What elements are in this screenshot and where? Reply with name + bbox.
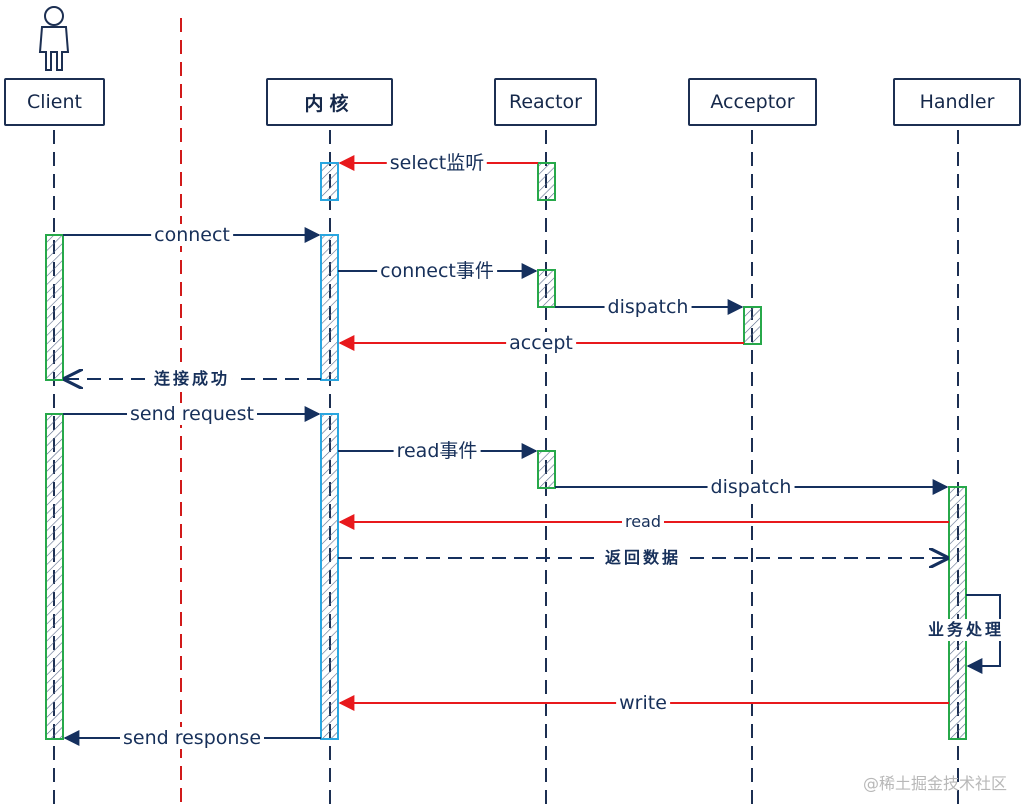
activation-kernel-2 [320, 234, 339, 381]
message-arrows [63, 155, 1001, 746]
activation-handler-1 [948, 486, 967, 740]
message-label-send-request: send request [127, 403, 257, 425]
message-label-business: 业务处理 [924, 619, 1008, 641]
activation-reactor-1 [537, 162, 556, 201]
participant-acceptor: Acceptor [688, 78, 817, 126]
message-label-connected: 连接成功 [150, 368, 234, 390]
activation-reactor-2 [537, 269, 556, 308]
message-label-accept: accept [506, 332, 576, 354]
user-icon [38, 6, 70, 71]
participant-label: Acceptor [710, 91, 795, 113]
message-label-read: read [621, 511, 665, 533]
activation-acceptor-1 [743, 306, 762, 345]
message-label-send-response: send response [119, 727, 265, 749]
activation-reactor-3 [537, 450, 556, 489]
participant-handler: Handler [893, 78, 1021, 126]
participant-client: Client [4, 78, 105, 126]
watermark: @稀土掘金技术社区 [862, 774, 1007, 793]
message-label-connect: connect [151, 224, 233, 246]
participant-label: Client [26, 91, 82, 113]
message-label-dispatch-2: dispatch [707, 476, 795, 498]
message-label-connect-event: connect事件 [377, 260, 497, 282]
activation-kernel-3 [320, 413, 339, 740]
participant-label: Handler [919, 91, 995, 113]
message-label-select: select监听 [386, 152, 488, 174]
message-label-return-data: 返回数据 [601, 547, 685, 569]
participant-label: Reactor [508, 91, 582, 113]
activation-client-1 [45, 234, 64, 381]
activation-kernel-1 [320, 162, 339, 201]
participant-label: 内核 [304, 92, 355, 115]
message-label-write: write [616, 692, 670, 714]
participant-reactor: Reactor [494, 78, 597, 126]
activations [45, 162, 967, 740]
participant-kernel: 内核 [266, 78, 393, 126]
activation-client-2 [45, 413, 64, 740]
message-label-dispatch-1: dispatch [604, 296, 692, 318]
message-label-read-event: read事件 [393, 440, 481, 462]
